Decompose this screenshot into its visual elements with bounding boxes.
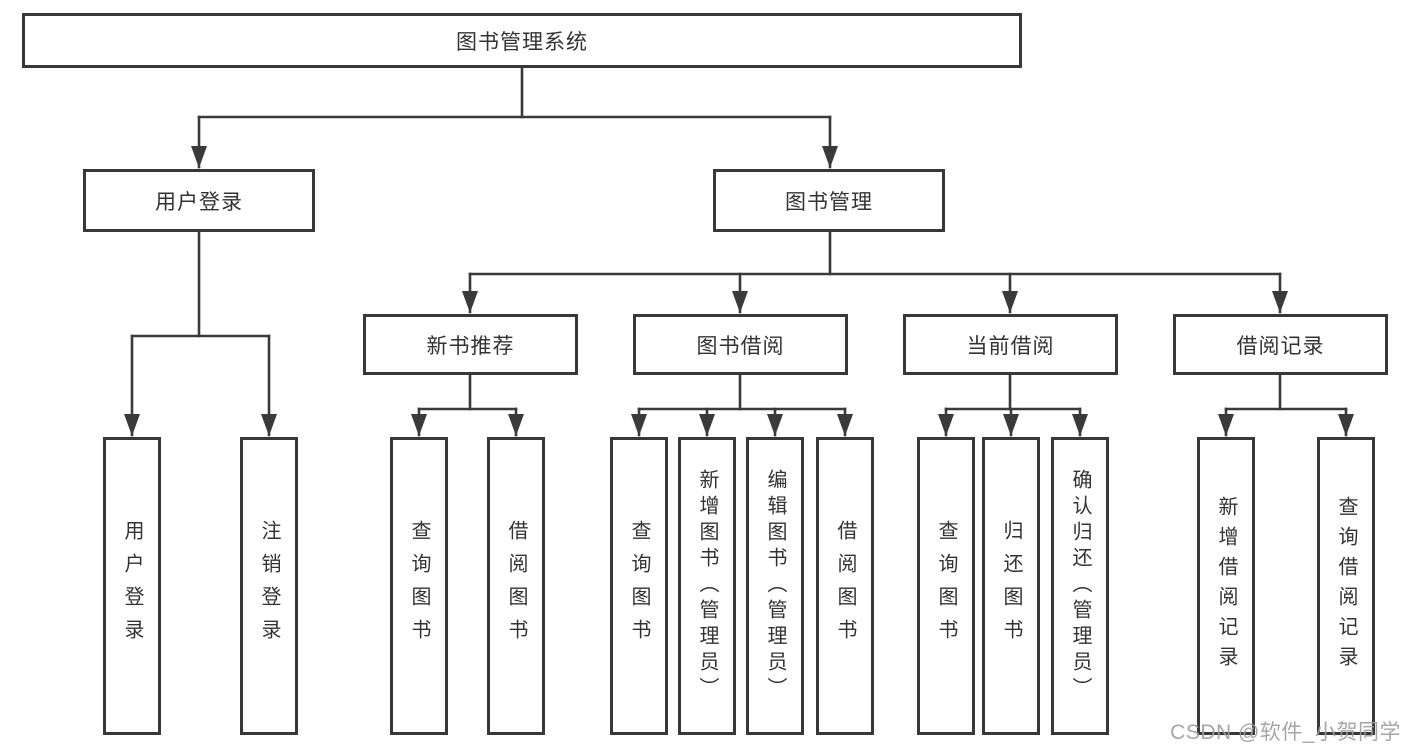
leaf-borrow-books-recommend-label: 借阅图书	[505, 520, 527, 652]
leaf-borrow-books: 借阅图书	[816, 437, 874, 735]
leaf-add-book-admin-label: 新增图书（管理员）	[696, 469, 718, 703]
leaf-edit-book-admin: 编辑图书（管理员）	[746, 437, 804, 735]
node-book-borrow: 图书借阅	[633, 314, 848, 375]
leaf-add-borrow-record-label: 新增借阅记录	[1215, 496, 1237, 676]
leaf-return-book-label: 归还图书	[1000, 520, 1022, 652]
node-user-login-label: 用户登录	[155, 190, 243, 214]
leaf-query-books-borrow: 查询图书	[610, 437, 668, 735]
leaf-confirm-return-admin-label: 确认归还（管理员）	[1069, 469, 1091, 703]
node-library-management-system: 图书管理系统	[22, 13, 1022, 68]
leaf-query-books-borrow-label: 查询图书	[628, 520, 650, 652]
node-library-management-system-label: 图书管理系统	[456, 30, 588, 54]
leaf-return-book: 归还图书	[982, 437, 1040, 735]
leaf-add-book-admin: 新增图书（管理员）	[678, 437, 736, 735]
leaf-borrow-books-recommend: 借阅图书	[487, 437, 545, 735]
leaf-confirm-return-admin: 确认归还（管理员）	[1051, 437, 1109, 735]
leaf-user-login: 用户登录	[103, 437, 161, 735]
leaf-logout: 注销登录	[240, 437, 298, 735]
leaf-query-borrow-record-label: 查询借阅记录	[1335, 496, 1357, 676]
leaf-edit-book-admin-label: 编辑图书（管理员）	[764, 469, 786, 703]
leaf-query-borrow-record: 查询借阅记录	[1317, 437, 1375, 735]
node-borrow-records: 借阅记录	[1173, 314, 1388, 375]
node-new-book-recommend: 新书推荐	[363, 314, 578, 375]
leaf-query-books-current-label: 查询图书	[935, 520, 957, 652]
leaf-query-books-current: 查询图书	[917, 437, 975, 735]
leaf-query-books-recommend-label: 查询图书	[408, 520, 430, 652]
leaf-borrow-books-label: 借阅图书	[834, 520, 856, 652]
node-book-borrow-label: 图书借阅	[696, 334, 785, 358]
node-current-borrow: 当前借阅	[903, 314, 1118, 375]
node-current-borrow-label: 当前借阅	[966, 334, 1055, 358]
node-user-login: 用户登录	[83, 169, 315, 232]
node-book-management: 图书管理	[713, 169, 945, 232]
csdn-watermark: CSDN @软件_小贺同学	[1170, 721, 1401, 744]
node-new-book-recommend-label: 新书推荐	[426, 334, 515, 358]
leaf-add-borrow-record: 新增借阅记录	[1197, 437, 1255, 735]
node-book-management-label: 图书管理	[785, 190, 873, 214]
node-borrow-records-label: 借阅记录	[1236, 334, 1325, 358]
leaf-logout-label: 注销登录	[258, 520, 280, 652]
leaf-user-login-label: 用户登录	[121, 520, 143, 652]
leaf-query-books-recommend: 查询图书	[390, 437, 448, 735]
